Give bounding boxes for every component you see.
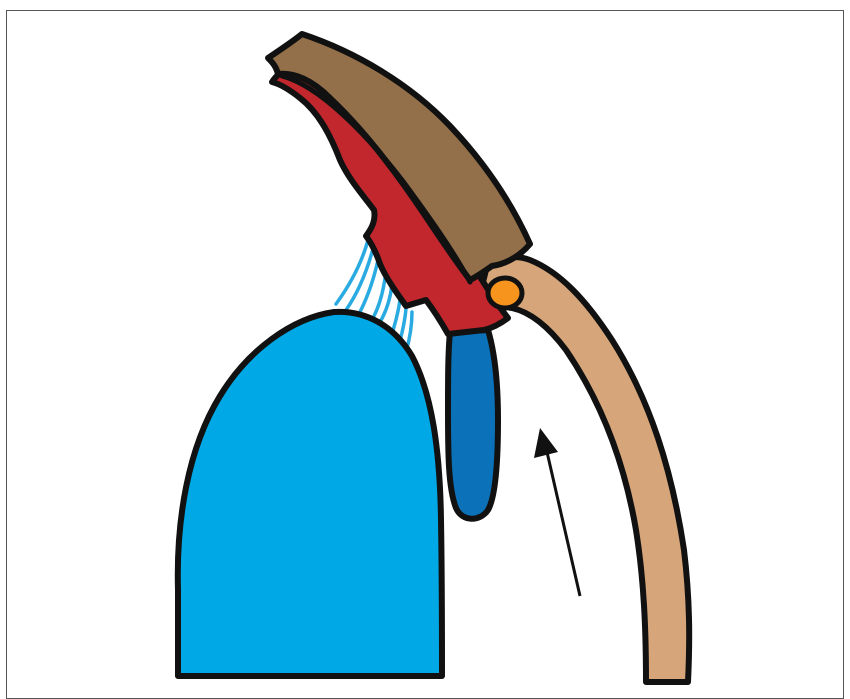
arrow-shaft: [547, 452, 580, 596]
dark-blue-pad: [448, 330, 498, 519]
orange-pivot: [488, 278, 522, 308]
upward-arrow: [534, 428, 580, 596]
light-blue-mass: [178, 312, 442, 676]
arrow-head: [534, 428, 558, 458]
tan-arm: [482, 257, 689, 682]
